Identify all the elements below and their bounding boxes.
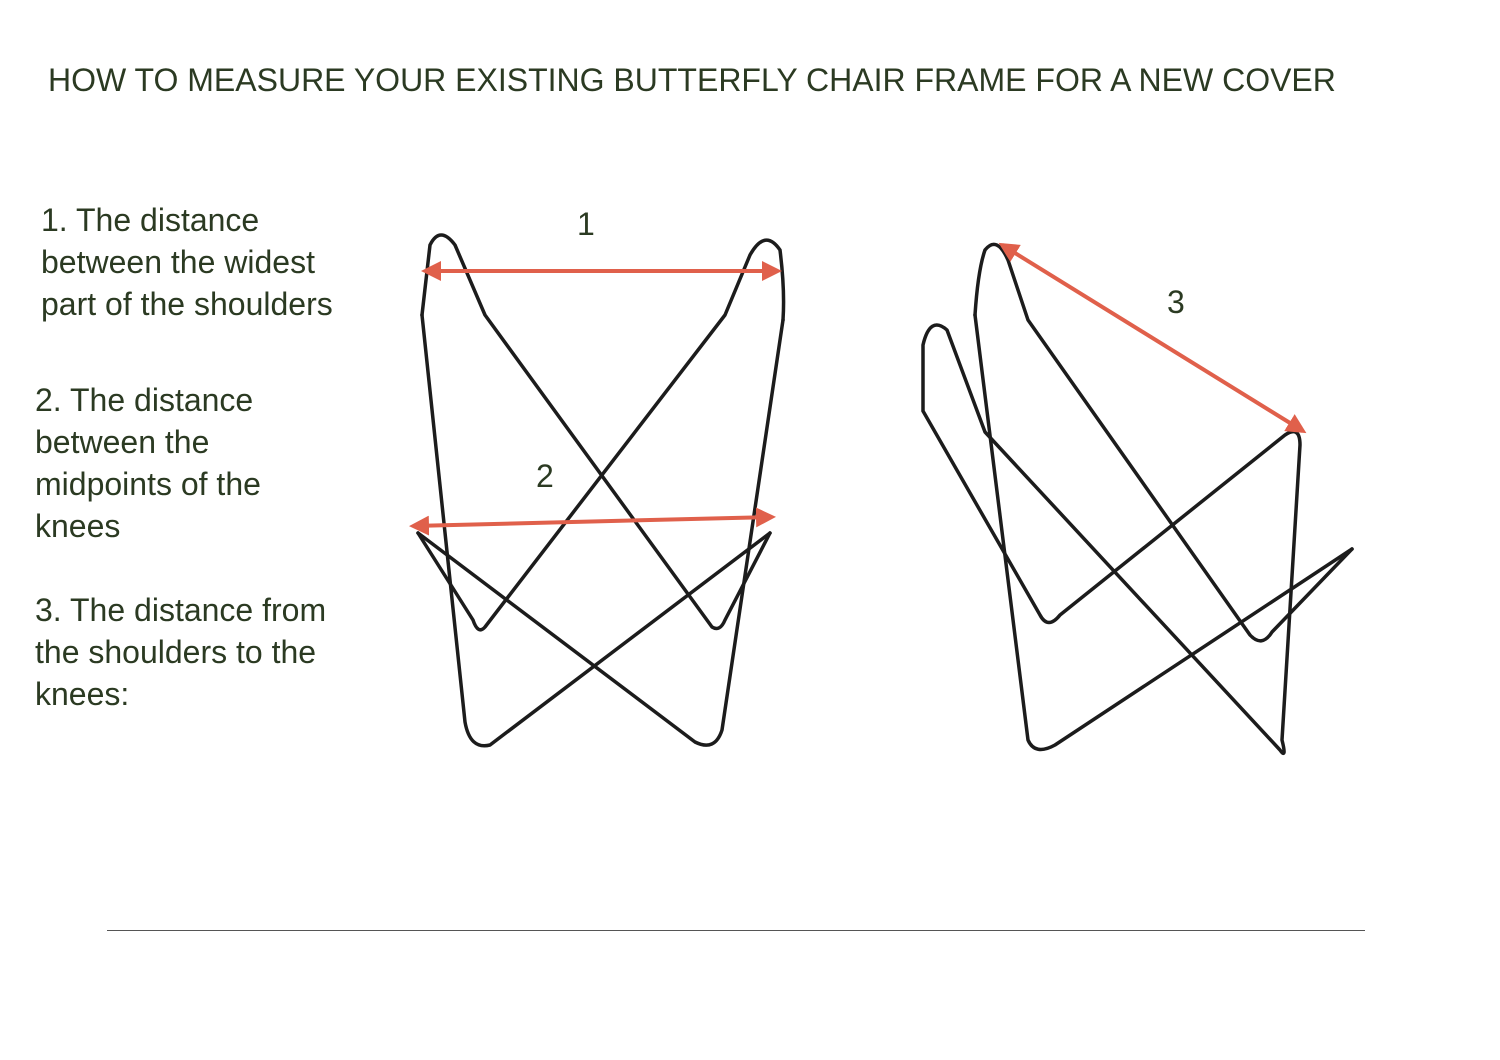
measure-arrow-2	[409, 507, 776, 536]
divider-line	[107, 930, 1365, 931]
instruction-shoulder-width: 1. The distance between the widest part …	[41, 202, 333, 322]
measure-arrow-3	[998, 242, 1307, 434]
measure-label-1: 1	[577, 206, 595, 242]
measure-label-3: 3	[1167, 284, 1185, 320]
instruction-knee-width: 2. The distance between the midpoints of…	[35, 382, 261, 544]
page-title: HOW TO MEASURE YOUR EXISTING BUTTERFLY C…	[48, 62, 1336, 98]
measure-label-2: 2	[536, 458, 554, 494]
instruction-shoulder-to-knee: 3. The distance from the shoulders to th…	[35, 592, 327, 712]
side-view-frame	[921, 242, 1354, 756]
front-view-frame	[416, 233, 786, 748]
